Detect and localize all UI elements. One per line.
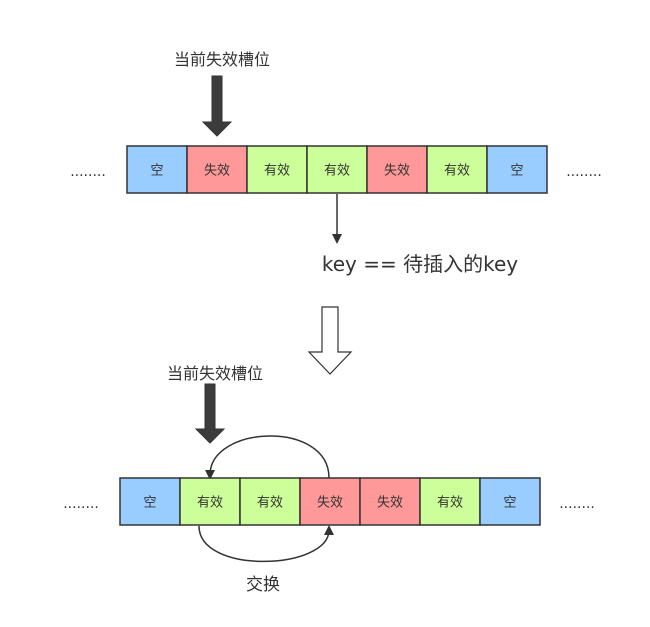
transition-down-arrow xyxy=(307,306,353,375)
slot-label: 失效 xyxy=(377,496,403,511)
top-left-ellipsis: ........ xyxy=(70,164,106,180)
slot-cell-invalid: 失效 xyxy=(359,477,421,526)
top-match-label: key == 待插入的key xyxy=(322,252,518,276)
slot-box xyxy=(299,477,361,526)
slot-label: 有效 xyxy=(197,496,223,511)
slot-cell-valid: 有效 xyxy=(426,145,488,194)
slot-label: 有效 xyxy=(437,496,463,511)
slot-box xyxy=(246,145,308,194)
slot-cell-empty: 空 xyxy=(119,477,181,526)
slot-box xyxy=(126,145,188,194)
slot-box xyxy=(186,145,248,194)
swap-label: 交换 xyxy=(246,575,280,595)
top-right-ellipsis: ........ xyxy=(566,164,602,180)
slot-box xyxy=(179,477,241,526)
slot-cell-valid: 有效 xyxy=(239,477,301,526)
bottom-slot-array: 空 有效 有效 失效 失效 有效 空 xyxy=(119,477,541,526)
slot-box xyxy=(426,145,488,194)
slot-label: 空 xyxy=(510,164,523,179)
bottom-pointer-arrow xyxy=(194,383,226,444)
top-pointer-arrow xyxy=(201,75,233,137)
slot-label: 空 xyxy=(150,164,163,179)
swap-arrow-lower xyxy=(198,525,334,563)
slot-cell-valid: 有效 xyxy=(419,477,481,526)
slot-label: 有效 xyxy=(444,164,470,179)
top-pointer-label: 当前失效槽位 xyxy=(174,50,270,69)
slot-label: 空 xyxy=(143,496,156,511)
slot-cell-empty: 空 xyxy=(486,145,548,194)
slot-label: 有效 xyxy=(324,164,350,179)
slot-label: 有效 xyxy=(264,164,290,179)
slot-label: 空 xyxy=(503,496,516,511)
top-section: 当前失效槽位 ........ ........ 空 失效 有效 有效 失效 有效 空 ke… xyxy=(70,50,602,276)
bottom-section: 当前失效槽位 ........ ........ 空 有效 有效 失效 失效 有效 空 交换 xyxy=(63,364,595,595)
top-slot-array: 空 失效 有效 有效 失效 有效 空 xyxy=(126,145,548,194)
swap-arrow-upper xyxy=(205,435,330,480)
slot-cell-invalid: 失效 xyxy=(186,145,248,194)
bottom-right-ellipsis: ........ xyxy=(559,496,595,512)
slot-label: 失效 xyxy=(204,164,230,179)
slot-label: 失效 xyxy=(317,496,343,511)
slot-box xyxy=(366,145,428,194)
slot-label: 失效 xyxy=(384,164,410,179)
bottom-left-ellipsis: ........ xyxy=(63,496,99,512)
slot-cell-invalid: 失效 xyxy=(299,477,361,526)
slot-cell-empty: 空 xyxy=(126,145,188,194)
bottom-pointer-label: 当前失效槽位 xyxy=(167,364,263,383)
slot-box xyxy=(419,477,481,526)
slot-cell-valid: 有效 xyxy=(246,145,308,194)
slot-box xyxy=(239,477,301,526)
slot-cell-valid: 有效 xyxy=(306,145,368,194)
slot-box xyxy=(479,477,541,526)
slot-cell-valid: 有效 xyxy=(179,477,241,526)
slot-cell-invalid: 失效 xyxy=(366,145,428,194)
slot-box xyxy=(486,145,548,194)
slot-label: 有效 xyxy=(257,496,283,511)
slot-cell-empty: 空 xyxy=(479,477,541,526)
